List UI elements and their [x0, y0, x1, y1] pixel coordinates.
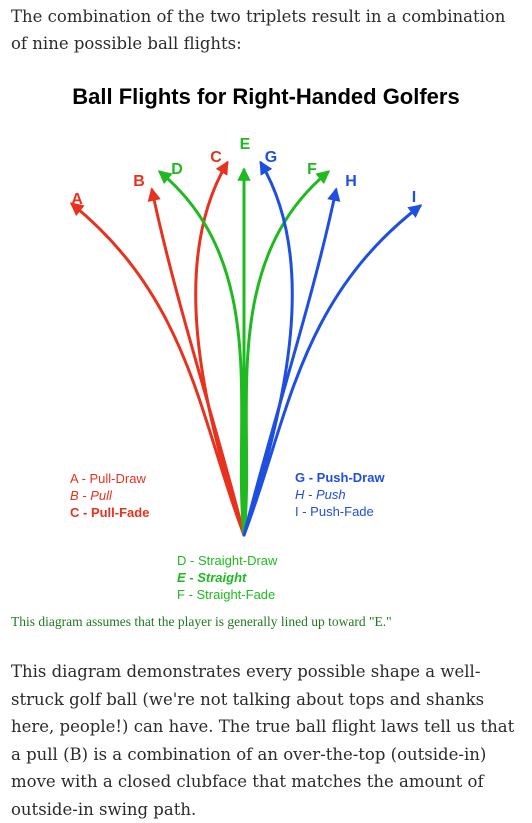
- flight-path-c: [194, 160, 246, 537]
- diagram-title: Ball Flights for Right-Handed Golfers: [72, 84, 460, 109]
- body-paragraph: This diagram demonstrates every possible…: [11, 662, 515, 819]
- ball-flight-diagram: A B C D E F G H I: [69, 136, 423, 537]
- flight-label-e: E: [240, 136, 251, 153]
- flight-label-h: H: [345, 173, 357, 190]
- flight-path-f: [242, 170, 331, 537]
- flight-label-g: G: [265, 149, 277, 166]
- legend-item-e: E - Straight: [177, 570, 247, 585]
- legend-push: G - Push-Draw H - Push I - Push-Fade: [295, 469, 385, 520]
- flight-label-a: A: [71, 191, 83, 208]
- legend-item-h: H - Push: [295, 487, 346, 502]
- legend-item-i: I - Push-Fade: [295, 504, 374, 519]
- legend-item-f: F - Straight-Fade: [177, 587, 276, 602]
- flight-label-b: B: [133, 173, 145, 190]
- flight-path-h: [242, 187, 341, 537]
- flight-label-f: F: [307, 161, 317, 178]
- flight-label-d: D: [171, 161, 183, 178]
- legend-item-g: G - Push-Draw: [295, 470, 385, 485]
- legend-item-d: D - Straight-Draw: [177, 553, 278, 568]
- legend-pull: A - Pull-Draw B - Pull C - Pull-Fade: [70, 470, 149, 521]
- diagram-caption: This diagram assumes that the player is …: [11, 614, 392, 629]
- legend-item-c: C - Pull-Fade: [70, 505, 150, 520]
- flight-label-i: I: [412, 189, 416, 206]
- flight-path-b: [147, 187, 246, 537]
- flight-path-d: [157, 170, 246, 537]
- legend-item-b: B - Pull: [70, 488, 112, 503]
- flight-path-a: [69, 202, 246, 537]
- flight-path-g: [242, 160, 294, 537]
- legend-item-a: A - Pull-Draw: [70, 471, 146, 486]
- intro-paragraph: The combination of the two triplets resu…: [11, 7, 506, 53]
- flight-label-c: C: [210, 149, 222, 166]
- legend-straight: D - Straight-Draw E - Straight F - Strai…: [177, 552, 277, 603]
- flight-path-i: [242, 204, 423, 537]
